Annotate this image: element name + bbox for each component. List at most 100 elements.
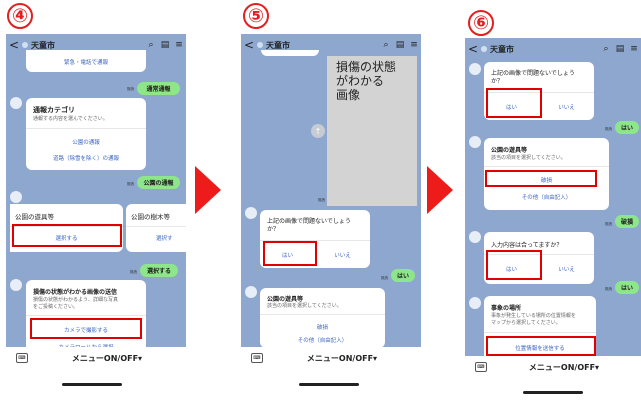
divider [484, 166, 609, 167]
divider [26, 128, 146, 129]
divider [10, 226, 123, 227]
list-icon[interactable]: ▤ [160, 40, 170, 50]
yes-button[interactable]: はい [281, 253, 293, 259]
category-card-title: 通報カテゴリ [33, 106, 75, 114]
step-number-5: ⑤ [243, 3, 269, 29]
chat-footer: ⌨ メニューON/OFF▾ [241, 347, 421, 369]
carousel-card-right: 公園の樹木等 選択す [126, 204, 186, 252]
user-message-bubble: はい [615, 281, 639, 294]
search-icon[interactable]: ⌕ [603, 44, 609, 54]
user-message-bubble: 破損 [615, 215, 639, 228]
chat-footer: ⌨ メニューON/OFF▾ [465, 356, 641, 373]
other-option[interactable]: その他（自由記入） [297, 338, 348, 344]
chat-title: 天童市 [490, 44, 514, 54]
chat-title: 天童市 [266, 40, 290, 50]
read-mark: 既読 [127, 87, 134, 91]
highlight-yes-button [486, 88, 542, 118]
damage-photo-label: 損傷の状態 がわかる 画像 [336, 60, 397, 103]
carousel-card-title: 公園の遊具等 [15, 213, 54, 221]
damage-option[interactable]: 破損 [316, 325, 328, 331]
select-button[interactable]: 選択する [55, 236, 78, 242]
share-icon[interactable]: ↑ [311, 124, 325, 138]
read-mark: 既読 [605, 222, 612, 226]
confirm-image-card: 上記の画像で問題ないでしょう か？ はい いいえ [484, 62, 594, 120]
location-card-subtitle: マップから選択してください。 [491, 320, 561, 326]
carousel-card-left: 公園の遊具等 選択する [10, 204, 123, 252]
camera-button[interactable]: カメラで撮影する [63, 328, 108, 334]
bot-avatar [245, 286, 257, 298]
phone-screen-6: < 天童市 ⌕ ▤ ≡ 上記の画像で問題ないでしょう か？ はい いいえ 既読 … [465, 38, 641, 373]
photo-upload-card: 損傷の状態がわかる画像の送信 損傷の状態がわかるよう、詳細な写真 をご投稿くださ… [26, 280, 146, 354]
item-card-title: 公園の遊具等 [491, 147, 528, 154]
photo-card-subtitle: をご投稿ください。 [33, 304, 79, 310]
park-report-option[interactable]: 公園の通報 [72, 140, 100, 146]
keyboard-icon[interactable]: ⌨ [251, 353, 263, 363]
send-location-button[interactable]: 位置情報を送信する [515, 346, 565, 352]
no-button[interactable]: いいえ [334, 253, 351, 259]
location-card-title: 事象の場所 [491, 305, 522, 312]
road-report-option[interactable]: 道路（除雪を除く）の通報 [52, 156, 119, 162]
keyboard-icon[interactable]: ⌨ [16, 353, 28, 363]
no-button[interactable]: いいえ [558, 267, 575, 273]
phone-screen-4: < 天童市 ⌕ ▤ ≡ 緊急・電話で通報 既読 通常通報 通報カテゴリ 通報する… [6, 34, 186, 369]
equipment-item-card: 公園の遊具等 該当の項目を選択してください。 破損 その他（自由記入） [260, 288, 385, 348]
highlight-yes-button [263, 241, 317, 266]
divider [484, 254, 594, 255]
highlight-damage-option [485, 170, 597, 187]
category-card-subtitle: 通報する内容を選んでください。 [33, 116, 108, 122]
category-card: 通報カテゴリ 通報する内容を選んでください。 公園の通報 道路（除雪を除く）の通… [26, 98, 146, 170]
bot-avatar [245, 207, 257, 219]
search-icon[interactable]: ⌕ [148, 40, 154, 50]
no-button[interactable]: いいえ [558, 105, 575, 111]
read-mark: 既読 [318, 198, 325, 202]
back-icon[interactable]: < [243, 38, 255, 52]
damage-photo[interactable] [327, 56, 417, 206]
item-card-title: 公園の遊具等 [267, 296, 304, 303]
user-message-bubble: 公園の通報 [137, 176, 180, 189]
chat-header: < 天童市 ⌕ ▤ ≡ [465, 38, 641, 60]
divider [484, 92, 594, 93]
home-indicator [523, 391, 583, 394]
divider [126, 226, 186, 227]
menu-icon[interactable]: ≡ [175, 40, 183, 50]
menu-toggle[interactable]: メニューON/OFF▾ [71, 353, 143, 363]
menu-toggle[interactable]: メニューON/OFF▾ [306, 353, 378, 363]
menu-toggle[interactable]: メニューON/OFF▾ [528, 362, 600, 372]
phone-screen-5: < 天童市 ⌕ ▤ ≡ ↑ 既読 損傷の状態 がわかる 画像 上記の画像で問題な… [241, 34, 421, 369]
menu-icon[interactable]: ≡ [410, 40, 418, 50]
divider [260, 314, 385, 315]
bot-avatar [10, 97, 22, 109]
list-icon[interactable]: ▤ [395, 40, 405, 50]
step-number-4: ④ [7, 3, 33, 29]
avatar [257, 42, 263, 48]
list-icon[interactable]: ▤ [615, 44, 625, 54]
yes-button[interactable]: はい [505, 105, 517, 111]
read-mark: 既読 [130, 270, 137, 274]
bot-avatar [469, 63, 481, 75]
content-check-card: 入力内容は合ってますか？ はい いいえ [484, 232, 594, 284]
confirm-question: 上記の画像で問題ないでしょう か？ [491, 70, 575, 85]
search-icon[interactable]: ⌕ [383, 40, 389, 50]
photo-card-subtitle: 損傷の状態がわかるよう、詳細な写真 [33, 297, 119, 303]
damage-option[interactable]: 破損 [540, 178, 552, 184]
step-number-6: ⑥ [468, 10, 494, 36]
back-icon[interactable]: < [467, 42, 479, 56]
equipment-item-card: 公園の遊具等 該当の項目を選択してください。 破損 その他（自由記入） [484, 138, 609, 210]
select-button[interactable]: 選択す [156, 236, 173, 242]
read-mark: 既読 [605, 287, 612, 291]
keyboard-icon[interactable]: ⌨ [475, 362, 487, 372]
item-card-subtitle: 該当の項目を選択してください。 [267, 303, 342, 309]
chat-footer: ⌨ メニューON/OFF▾ [6, 347, 186, 369]
user-message-bubble: 選択する [140, 264, 178, 277]
highlight-send-location-button [486, 336, 596, 356]
bot-avatar [469, 297, 481, 309]
menu-icon[interactable]: ≡ [630, 44, 638, 54]
emergency-phone-option[interactable]: 緊急・電話で通報 [63, 60, 108, 66]
content-check-question: 入力内容は合ってますか？ [491, 242, 563, 249]
chat-header: < 天童市 ⌕ ▤ ≡ [6, 34, 186, 56]
back-icon[interactable]: < [8, 38, 20, 52]
yes-button[interactable]: はい [505, 267, 517, 273]
other-option[interactable]: その他（自由記入） [521, 195, 572, 201]
avatar [22, 42, 28, 48]
photo-card-title: 損傷の状態がわかる画像の送信 [33, 289, 118, 296]
